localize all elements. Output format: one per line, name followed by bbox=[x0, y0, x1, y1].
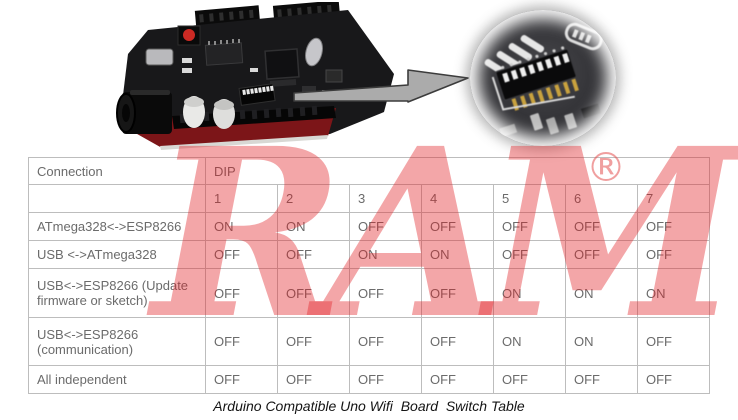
table-row: USB<->ESP8266 (Update firmware or sketch… bbox=[28, 268, 710, 318]
dip-value: OFF bbox=[565, 240, 638, 269]
pcb-silver-rim bbox=[160, 135, 328, 150]
dip-number: 7 bbox=[637, 184, 710, 213]
dip-value: OFF bbox=[205, 268, 278, 318]
dip-value: OFF bbox=[205, 240, 278, 269]
switch-table: Connection DIP 1 2 3 4 5 6 7 ATmega328<-… bbox=[28, 157, 710, 394]
dip-value: OFF bbox=[421, 212, 494, 241]
arduino-board-photo bbox=[90, 0, 396, 152]
dip-value: OFF bbox=[277, 268, 350, 318]
dip-value: OFF bbox=[421, 317, 494, 366]
dip-value: ON bbox=[565, 268, 638, 318]
dip-value: OFF bbox=[493, 240, 566, 269]
dip-value: OFF bbox=[493, 365, 566, 394]
dip-number: 3 bbox=[349, 184, 422, 213]
zoom-arrow bbox=[293, 69, 469, 103]
empty-cell bbox=[28, 184, 206, 213]
dip-switch-inset-illustration bbox=[470, 10, 616, 146]
col-header-connection: Connection bbox=[28, 157, 206, 185]
connection-label: USB<->ESP8266 (communication) bbox=[28, 317, 206, 366]
dip-value: OFF bbox=[205, 317, 278, 366]
dip-value: OFF bbox=[565, 365, 638, 394]
dip-number: 6 bbox=[565, 184, 638, 213]
dip-value: OFF bbox=[421, 268, 494, 318]
col-header-dip: DIP bbox=[205, 157, 710, 185]
dip-value: OFF bbox=[637, 240, 710, 269]
arduino-board-illustration bbox=[116, 0, 394, 150]
dc-power-jack bbox=[116, 90, 172, 134]
dip-value: OFF bbox=[349, 212, 422, 241]
dip-value: OFF bbox=[421, 365, 494, 394]
connection-label: USB <->ATmega328 bbox=[28, 240, 206, 269]
table-header-row: Connection DIP bbox=[28, 157, 710, 185]
dip-value: ON bbox=[349, 240, 422, 269]
connection-label: USB<->ESP8266 (Update firmware or sketch… bbox=[28, 268, 206, 318]
dip-number: 4 bbox=[421, 184, 494, 213]
table-row: USB<->ESP8266 (communication) OFF OFF OF… bbox=[28, 317, 710, 366]
table-row: USB <->ATmega328 OFF OFF ON ON OFF OFF O… bbox=[28, 240, 710, 269]
dip-value: OFF bbox=[277, 365, 350, 394]
dip-number: 5 bbox=[493, 184, 566, 213]
connection-label: All independent bbox=[28, 365, 206, 394]
dip-switch bbox=[238, 83, 276, 106]
connection-label: ATmega328<->ESP8266 bbox=[28, 212, 206, 241]
silkscreen-label-box bbox=[564, 22, 603, 51]
dip-number: 2 bbox=[277, 184, 350, 213]
dip-value: ON bbox=[205, 212, 278, 241]
dip-value: OFF bbox=[493, 212, 566, 241]
dip-value: OFF bbox=[637, 317, 710, 366]
dip-value: ON bbox=[637, 268, 710, 318]
table-caption: Arduino Compatible Uno Wifi Board Switch… bbox=[213, 398, 525, 414]
dip-value: ON bbox=[277, 212, 350, 241]
dip-value: OFF bbox=[205, 365, 278, 394]
table-row: All independent OFF OFF OFF OFF OFF OFF … bbox=[28, 365, 710, 394]
dip-value: OFF bbox=[637, 212, 710, 241]
dip-value: OFF bbox=[277, 240, 350, 269]
dip-value: ON bbox=[421, 240, 494, 269]
reset-button bbox=[177, 25, 201, 46]
dip-value: ON bbox=[493, 268, 566, 318]
dip-value: OFF bbox=[349, 365, 422, 394]
dip-value: OFF bbox=[277, 317, 350, 366]
dip-switch-magnified bbox=[491, 46, 579, 111]
dip-switch-inset-photo bbox=[470, 10, 616, 146]
main-ic bbox=[264, 48, 300, 87]
table-row: ATmega328<->ESP8266 ON ON OFF OFF OFF OF… bbox=[28, 212, 710, 241]
dip-value: OFF bbox=[349, 268, 422, 318]
crystal-oscillator bbox=[305, 37, 323, 67]
dip-value: OFF bbox=[565, 212, 638, 241]
dip-value: ON bbox=[565, 317, 638, 366]
dip-value: ON bbox=[493, 317, 566, 366]
soic-chip bbox=[204, 39, 244, 66]
inset-passives bbox=[499, 103, 602, 138]
dip-number-row: 1 2 3 4 5 6 7 bbox=[28, 184, 710, 213]
dip-value: OFF bbox=[349, 317, 422, 366]
capacitors bbox=[183, 96, 235, 129]
dip-number: 1 bbox=[205, 184, 278, 213]
dip-value: OFF bbox=[637, 365, 710, 394]
micro-usb-port bbox=[145, 48, 174, 66]
tact-button bbox=[325, 69, 343, 83]
